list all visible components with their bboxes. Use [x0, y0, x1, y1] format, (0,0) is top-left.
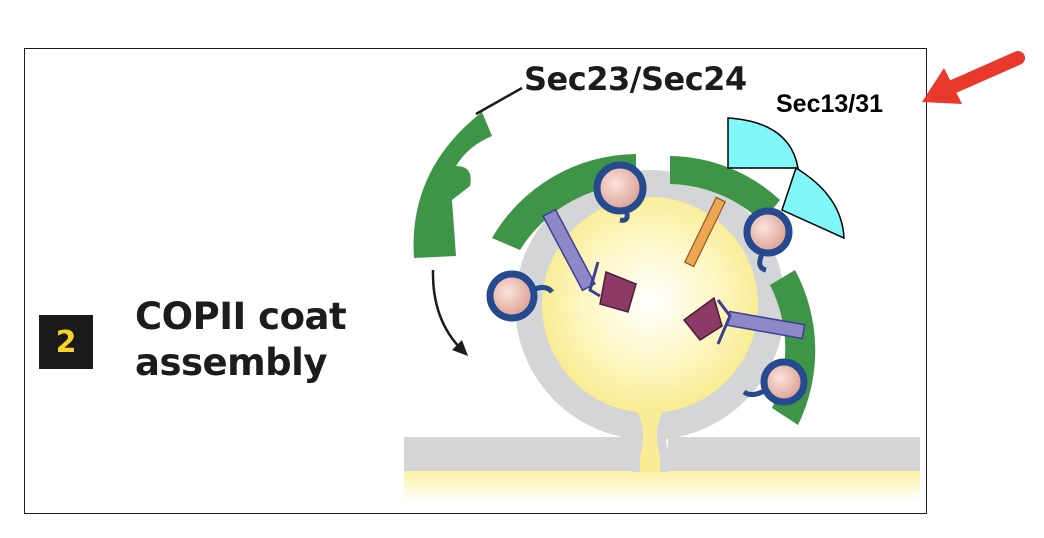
- cargo-receptor-left: [486, 270, 554, 322]
- red-pointer-arrowhead: [922, 68, 962, 104]
- er-membrane-right: [668, 437, 920, 471]
- orange-rod: [683, 196, 727, 268]
- cargo-receptor-right-bottom: [742, 358, 808, 406]
- step-number-badge: 2: [39, 315, 93, 369]
- sec23-sec24-label: Sec23/Sec24: [524, 60, 747, 98]
- step-title-line-2: assembly: [135, 341, 327, 384]
- step-title-line-1: COPII coat: [135, 295, 347, 338]
- assembly-arrow: [431, 269, 463, 351]
- sec23-24-free-unit: [413, 112, 492, 258]
- bud-lumen: [542, 197, 758, 413]
- purple-receptor-left-cup: [588, 261, 601, 298]
- sec23-24-pointer: [475, 86, 523, 116]
- bud-neck-lumen: [636, 410, 664, 472]
- purple-receptor-left: [542, 208, 596, 292]
- cargo-diamond-right: [682, 296, 723, 341]
- assembly-arrowhead: [452, 340, 468, 356]
- cargo-diamond-left: [599, 270, 637, 313]
- cargo-receptor-right-top: [743, 207, 793, 273]
- sec13-31-label: Sec13/31: [776, 90, 884, 118]
- er-membrane-left: [404, 437, 634, 471]
- step-title: COPII coat assembly: [135, 294, 347, 386]
- sec13-31-wedge-upper: [727, 117, 799, 169]
- sec13-31-wedge-lower: [781, 166, 845, 240]
- er-lumen: [404, 470, 920, 502]
- cargo-receptor-top: [593, 161, 647, 223]
- red-pointer-arrow-shaft: [943, 51, 1025, 95]
- sec23-24-coat-top-right: [670, 156, 780, 222]
- purple-receptor-right-cup: [716, 299, 732, 345]
